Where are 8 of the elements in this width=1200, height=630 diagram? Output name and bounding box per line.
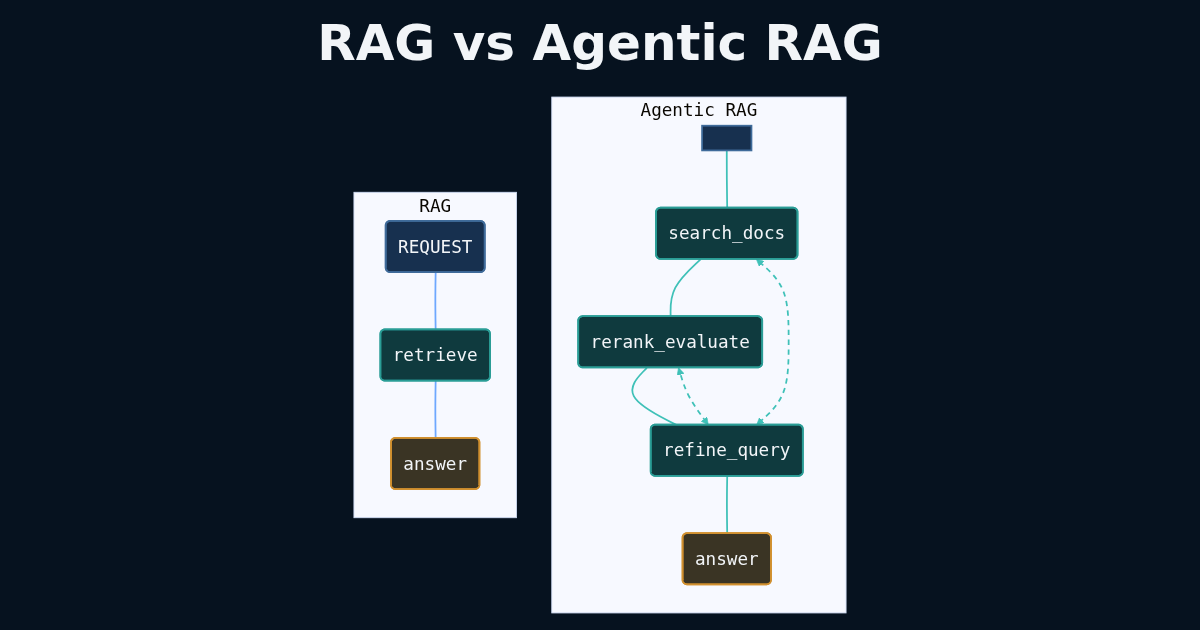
connector [631, 366, 678, 426]
connector [669, 258, 702, 318]
connector [726, 475, 729, 535]
node-box [701, 124, 753, 152]
arrow [676, 367, 709, 426]
arrow [756, 258, 790, 426]
diagram-title: RAG vs Agentic RAG [317, 14, 883, 72]
connector [434, 271, 437, 331]
